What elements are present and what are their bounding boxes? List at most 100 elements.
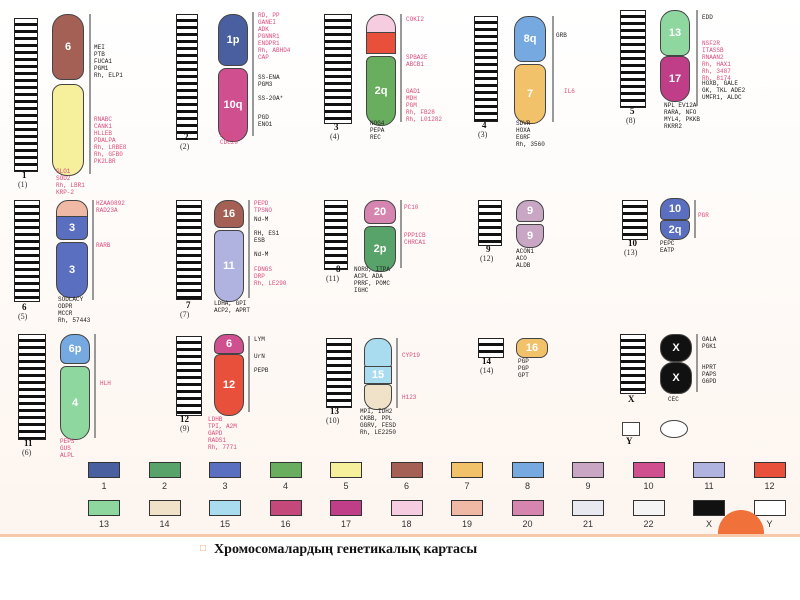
label-5: 5	[630, 106, 635, 116]
order-4: (3)	[478, 130, 488, 139]
color-key-item-16: 16	[269, 500, 302, 529]
color-key-label: 20	[522, 519, 533, 529]
label-3: 3	[334, 122, 339, 132]
genes-2-bottom: AAPS CDC20	[220, 132, 239, 146]
color-swatch	[753, 500, 786, 516]
genes-12-upper: LYM	[254, 336, 265, 343]
chromosome-map: 6 MEI PTB FUCA1 PGM1 Rh, ELP1 RNABC CANK…	[8, 4, 798, 534]
genes-8-upper: PC10	[404, 204, 419, 211]
genes-13-lower: H123	[402, 394, 417, 401]
color-key-label: 16	[280, 519, 291, 529]
color-key-label: X	[705, 519, 712, 529]
color-swatch	[753, 462, 786, 478]
ideogram-13	[326, 338, 352, 408]
color-swatch	[269, 462, 302, 478]
genes-3-upper: COKI2	[406, 16, 425, 23]
label-2: 2	[184, 132, 189, 142]
color-swatch	[148, 500, 181, 516]
order-5: (8)	[626, 116, 636, 125]
color-key-label: 19	[461, 519, 472, 529]
ideogram-10	[622, 200, 648, 240]
rail-3	[400, 14, 402, 122]
rail-4	[552, 16, 554, 122]
order-9: (12)	[480, 254, 494, 263]
color-key-item-8: 8	[511, 462, 544, 491]
label-9: 9	[486, 244, 491, 254]
color-swatch	[693, 462, 725, 478]
ideogram-6	[14, 200, 40, 302]
color-key-label: 6	[403, 481, 409, 491]
color-key-item-3: 3	[209, 462, 241, 491]
label-x: X	[628, 394, 635, 404]
homolog-6-p: 3	[56, 216, 88, 240]
homolog-13-tail	[364, 384, 392, 410]
homolog-2-q: 10q	[218, 68, 248, 142]
genes-5-mid: NSF2R ITASSB RNAAN2 Rh, HAX1 Rh, 3487 Rh…	[702, 40, 731, 82]
color-key-item-9: 9	[572, 462, 604, 491]
genes-12-mid: UrN PEPB	[254, 353, 269, 374]
genes-7-bottom: LDHA, GPI ACP2, APRT	[214, 300, 251, 314]
color-swatch	[88, 462, 120, 478]
genes-5-bottom: NPL EV12A RARA, NFO MYL4, PKKB RKRR2	[664, 102, 701, 130]
rail-2	[252, 12, 254, 136]
homolog-12-q: 12	[214, 354, 244, 416]
ideogram-9	[478, 200, 502, 246]
genes-4-lower: IL6	[564, 88, 575, 95]
genes-8-mid: PPP1CB CHRCA1	[404, 232, 426, 246]
color-key-label: 1	[101, 481, 107, 491]
homolog-5-q: 17	[660, 56, 690, 102]
color-swatch	[632, 462, 665, 478]
ideogram-8	[324, 200, 348, 270]
color-key-label: 3	[222, 481, 228, 491]
order-14: (14)	[480, 366, 494, 375]
color-swatch	[451, 500, 483, 516]
genes-10-bottom: PEPC EATP	[660, 240, 675, 254]
ideogram-12	[176, 336, 202, 416]
order-7: (7)	[180, 310, 190, 319]
color-swatch	[269, 500, 302, 516]
homolog-1-p: 6	[52, 14, 84, 80]
genes-1-bottom: GLO1 SOD2 Rh, LBR1 KRP-2	[56, 168, 85, 196]
ideogram-3	[324, 14, 352, 124]
genes-4-bottom: SDVR HOXA EGRF Rh, 3560	[516, 120, 545, 148]
label-10: 10	[628, 238, 637, 248]
ideogram-11	[18, 334, 46, 440]
label-8: 8	[336, 264, 341, 274]
color-key-label: 10	[643, 481, 654, 491]
color-key-item-7: 7	[451, 462, 483, 491]
color-key-label: Y	[766, 519, 773, 529]
genes-7-lower: FDNGS DRP Rh, LE290	[254, 266, 287, 287]
color-key-label: 13	[98, 519, 109, 529]
slide-caption: □Хромосомалардың генетикалық картасы	[200, 542, 477, 558]
genes-12-bottom: LDHB TPI, A2M GAPD RADS1 Rh, 7771	[208, 416, 237, 451]
homolog-3-band	[366, 32, 396, 54]
homolog-6-q: 3	[56, 242, 88, 298]
color-key-item-15: 15	[209, 500, 241, 529]
color-key-item-18: 18	[390, 500, 423, 529]
homolog-1-q	[52, 84, 84, 176]
color-key-label: 2	[161, 481, 167, 491]
color-key-item-x: X	[693, 500, 725, 529]
genes-3-mid: SPBA2E ABCB1	[406, 54, 428, 68]
order-2: (2)	[180, 142, 190, 151]
color-key-item-20: 20	[511, 500, 544, 529]
color-swatch	[330, 500, 362, 516]
color-swatch	[148, 462, 181, 478]
order-13: (10)	[326, 416, 340, 425]
order-10: (13)	[624, 248, 638, 257]
color-key-label: 4	[282, 481, 288, 491]
homolog-13-p	[364, 338, 392, 368]
rail-8	[400, 200, 402, 268]
caption-text: Хромосомалардың генетикалық картасы	[214, 542, 478, 557]
ideogram-4	[474, 16, 498, 122]
rail-6	[92, 200, 94, 300]
color-key-item-11: 11	[693, 462, 725, 491]
label-6: 6	[22, 302, 27, 312]
genes-2-mid: SS-ENA PGM3 SS-20A*	[258, 74, 284, 102]
color-key-item-4: 4	[269, 462, 302, 491]
ideogram-y	[622, 422, 640, 436]
homolog-5-p: 13	[660, 10, 690, 56]
rail-13	[396, 338, 398, 408]
color-key-item-13: 13	[88, 500, 120, 529]
